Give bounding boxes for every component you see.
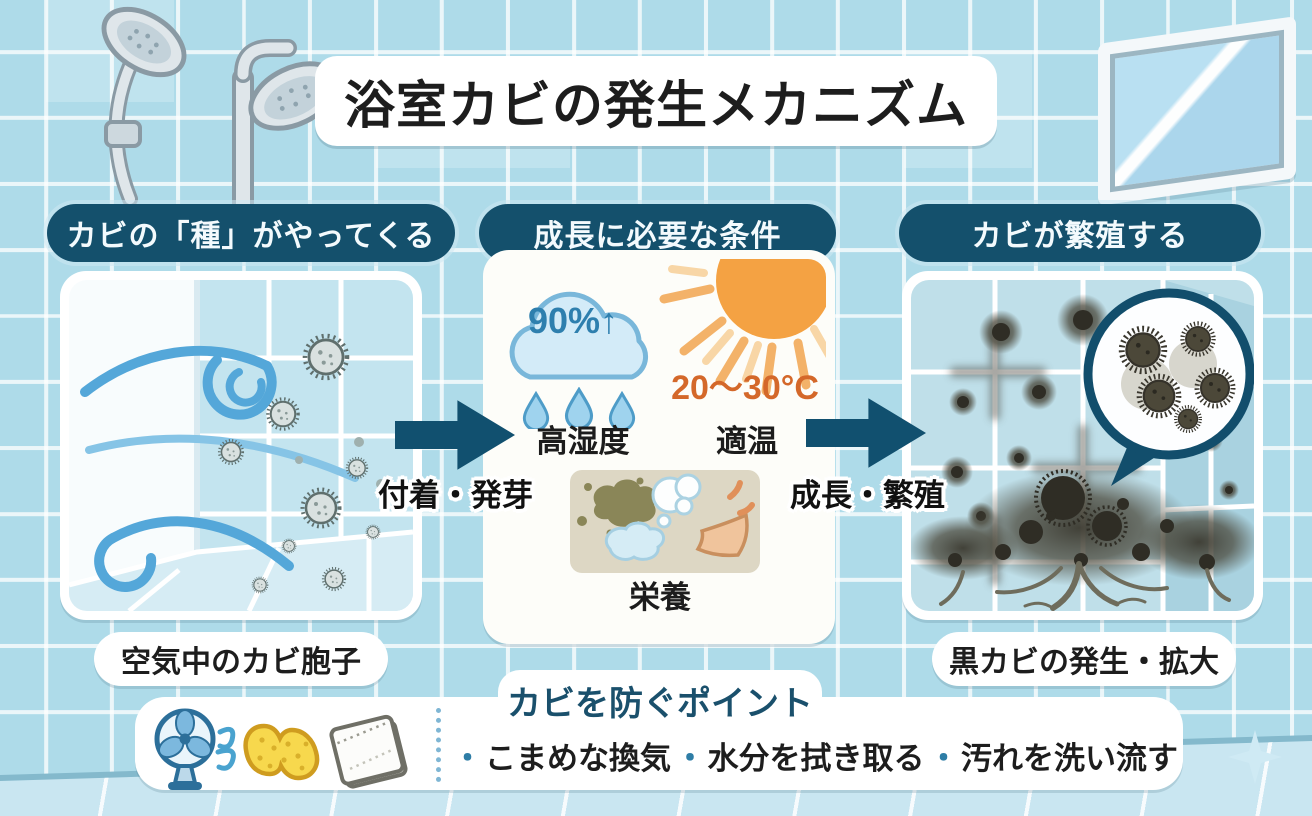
stage1-panel (60, 271, 422, 620)
stage3-caption-text: 黒カビの発生・拡大 (949, 646, 1219, 679)
stage3-caption: 黒カビの発生・拡大 (932, 632, 1236, 686)
tip-label: こまめな換気 (485, 741, 671, 776)
mold-root (939, 561, 1231, 611)
tip-label: 汚れを洗い流す (961, 741, 1178, 776)
arrow2-label: 成長・繁殖 (790, 478, 945, 513)
bullet-dot: ・ (928, 741, 959, 776)
tip-label: 水分を拭き取る (707, 741, 925, 776)
window-icon (1098, 16, 1296, 206)
sun-icon (659, 259, 826, 396)
stage1-header: カビの「種」がやってくる (47, 204, 455, 262)
prevention-title: カビを防ぐポイント (507, 685, 813, 723)
bullet-dot: ・ (452, 741, 483, 776)
humidity-cloud-icon (509, 291, 649, 380)
temperature-value: 20〜30°C (671, 369, 819, 407)
stage1-header-text: カビの「種」がやってくる (66, 220, 436, 253)
stage3-header: カビが繁殖する (899, 204, 1261, 262)
page-title: 浴室カビの発生メカニズム (315, 56, 997, 146)
soap-piece-icon (695, 480, 755, 558)
tip-wash-dirt: ・ 汚れを洗い流す (928, 733, 1178, 778)
conditions-illustration (509, 259, 826, 573)
shower-head-icon (101, 6, 337, 214)
arrow1-label: 付着・発芽 (378, 478, 533, 513)
black-mold-illustration (911, 280, 1254, 611)
humidity-label: 高湿度 (536, 424, 630, 459)
mold-spore-icon (217, 336, 386, 594)
fan-icon (154, 708, 236, 790)
soap-foam-icon (651, 473, 702, 529)
nutrition-icon (570, 470, 760, 573)
tip-ventilation: ・ こまめな換気 (452, 733, 671, 778)
stage3-panel (902, 271, 1263, 620)
dotted-divider (436, 708, 441, 782)
bullet-dot: ・ (674, 741, 706, 776)
wind-spores-illustration (69, 280, 413, 611)
nutrition-label: 栄養 (629, 580, 691, 615)
stage3-header-text: カビが繁殖する (971, 220, 1189, 253)
stage1-caption-text: 空気中のカビ胞子 (121, 646, 361, 679)
magnifier-callout-icon (1083, 288, 1254, 486)
prevention-tips: ・ こまめな換気 ・ 水分を拭き取る ・ 汚れを洗い流す (452, 733, 1178, 778)
towel-icon (329, 714, 408, 789)
mold-colony (911, 469, 1254, 586)
wind-puff-icon (215, 726, 236, 771)
temperature-label: 適温 (716, 424, 778, 459)
page-title-text: 浴室カビの発生メカニズム (343, 77, 968, 134)
tip-wipe-moisture: ・ 水分を拭き取る (675, 733, 925, 778)
stage1-caption: 空気中のカビ胞子 (94, 632, 388, 686)
stage2-header-text: 成長に必要な条件 (533, 220, 782, 253)
sponge-icon (243, 723, 320, 781)
humidity-value: 90%↑ (527, 300, 619, 341)
stage2-panel (483, 250, 835, 644)
wind-swirl-icon (80, 345, 359, 592)
